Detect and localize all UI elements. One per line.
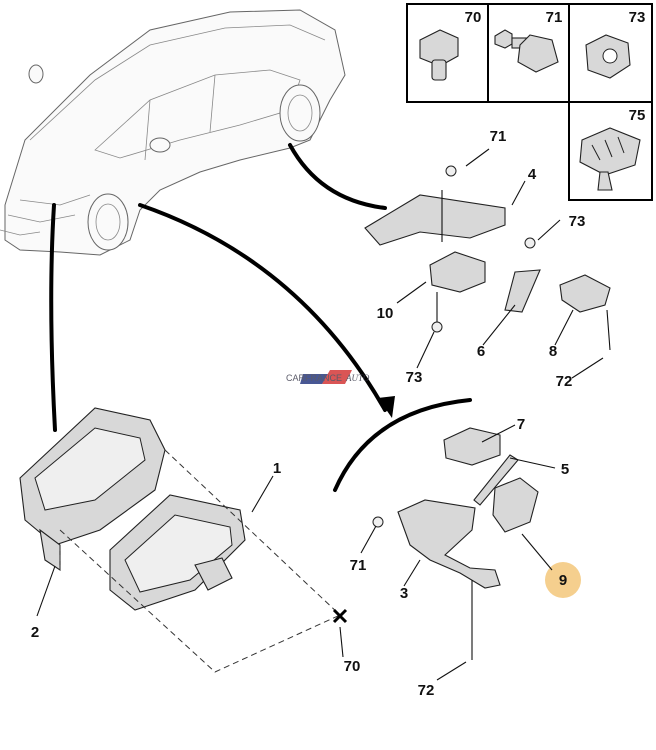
leader-lines [36,148,604,681]
callout-72-right: 72 [556,373,573,390]
callout-75-box: 75 [629,107,646,124]
callout-1: 1 [273,460,281,477]
nut-73-lower-marker-icon [431,321,443,333]
bracket-part-4 [364,190,506,246]
callout-71-box: 71 [546,9,563,26]
callout-9: 9 [559,572,567,589]
level-sensor-part-7 [443,427,501,466]
sensor-part-9 [492,477,539,533]
callout-72-lower: 72 [418,682,435,699]
callout-3: 3 [400,585,408,602]
arrow-head-icon [378,396,395,418]
bolt-70-icon [419,29,459,81]
callout-4: 4 [528,166,537,183]
bracket-part-3 [397,499,501,660]
bolt-71-icon [494,29,559,73]
nut-73-icon [585,34,631,79]
callout-73-box: 73 [629,9,646,26]
control-unit-part-1 [109,494,246,611]
bolt-71-lower-marker-icon [372,516,384,528]
clip-75-icon [579,127,641,191]
link-rod-part-6 [504,269,541,313]
callout-8: 8 [549,343,557,360]
callout-73-bottom: 73 [406,369,423,386]
connector-arc-rear-to-bracket [288,143,387,210]
nut-73-marker-icon [524,237,536,249]
level-sensor-part-10 [429,251,486,325]
callout-71-top: 71 [490,128,507,145]
callout-6: 6 [477,343,485,360]
callout-7: 7 [517,416,525,433]
connector-arc-headlamp-to-module [49,203,57,432]
mount-point-icon [332,608,348,624]
part-9-highlight [545,562,581,598]
callout-10: 10 [377,305,394,322]
bolt-71-marker-icon [445,165,457,177]
callout-71-lower: 71 [350,557,367,574]
callout-2: 2 [31,624,39,641]
car-illustration [0,9,346,256]
callout-70-lower: 70 [344,658,361,675]
watermark-logo: CARFRANCE AUTO [286,370,370,384]
watermark-text: CARFRANCE [286,373,342,383]
callout-5: 5 [561,461,569,478]
watermark-text-auto: AUTO [345,373,370,383]
connector-arc-front-to-rear-sensor [138,203,387,412]
callout-70-box: 70 [465,9,482,26]
callout-73-right: 73 [569,213,586,230]
module-housing-part-2 [19,407,166,572]
assembly-dashed-lines [59,449,341,673]
sensor-group-brace-arc [333,398,472,492]
bracket-part-8 [559,274,611,351]
